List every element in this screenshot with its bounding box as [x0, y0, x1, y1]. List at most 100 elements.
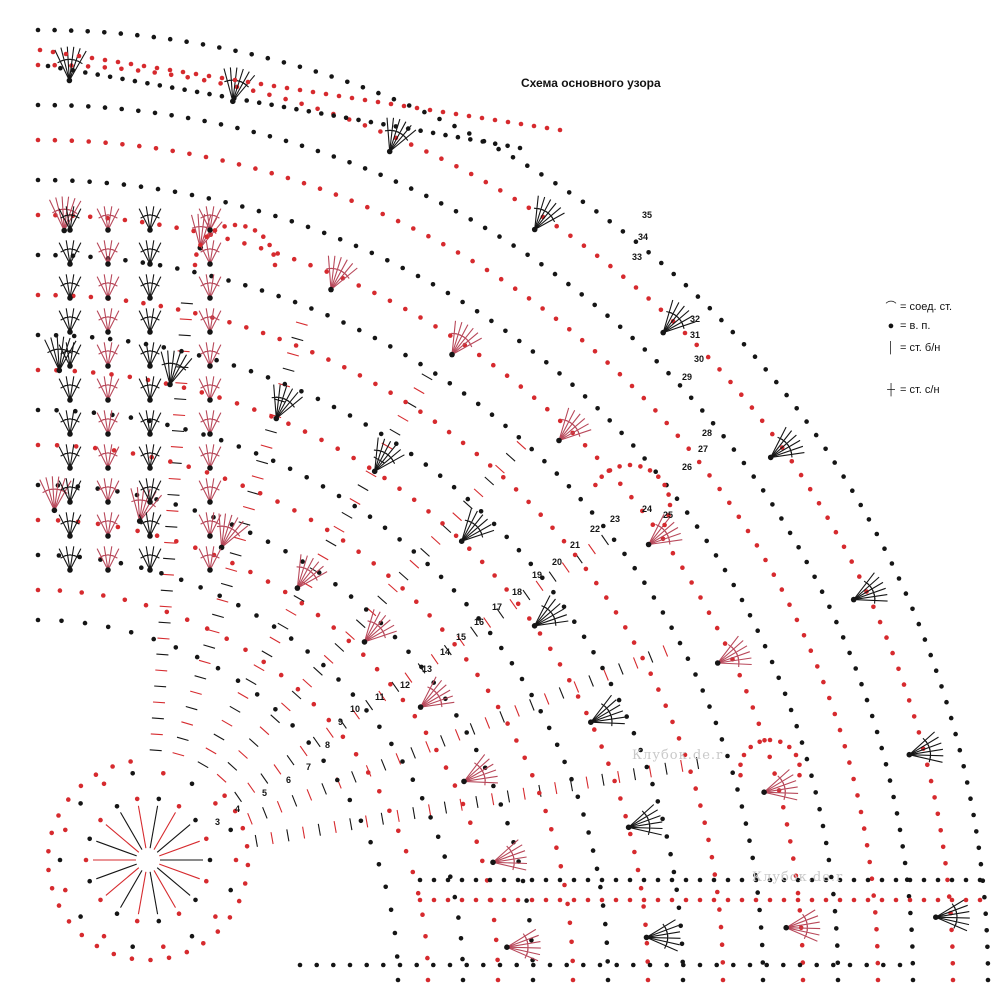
- chain-dot: [78, 801, 83, 806]
- chain-dot: [873, 910, 878, 915]
- chain-dot: [670, 898, 675, 903]
- chain-dot: [444, 765, 449, 770]
- chain-dot: [684, 283, 689, 288]
- chain-dot: [764, 963, 769, 968]
- chain-dot: [285, 86, 290, 91]
- chain-dot: [418, 878, 423, 883]
- chain-dot: [763, 367, 768, 372]
- shell-center: [207, 227, 213, 233]
- chain-dot: [698, 595, 703, 600]
- row-number: 25: [663, 510, 673, 520]
- chain-dot: [243, 881, 248, 886]
- chain-dot: [978, 878, 983, 883]
- chain-dot: [135, 33, 140, 38]
- chain-dot: [36, 618, 41, 623]
- chain-dot: [249, 369, 254, 374]
- chain-dot: [376, 100, 381, 105]
- stitch-bar: [602, 774, 604, 786]
- row-number: 27: [698, 444, 708, 454]
- chain-dot: [677, 906, 682, 911]
- chain-dot: [357, 328, 362, 333]
- chain-dot: [364, 963, 369, 968]
- stitch-bar: [271, 715, 280, 723]
- chain-dot: [642, 878, 647, 883]
- chain-dot: [363, 123, 368, 128]
- chain-dot: [664, 963, 669, 968]
- shell-center: [207, 363, 213, 369]
- chain-dot: [112, 952, 117, 957]
- shell-center: [105, 567, 111, 573]
- chain-dot: [735, 787, 740, 792]
- chain-dot: [480, 116, 485, 121]
- chain-dot: [71, 68, 76, 73]
- chain-dot: [721, 434, 726, 439]
- chain-dot: [302, 181, 307, 186]
- chain-dot: [401, 698, 406, 703]
- shell-center: [105, 261, 111, 267]
- chain-dot: [540, 306, 545, 311]
- shell-center: [52, 508, 58, 514]
- chain-dot: [201, 941, 206, 946]
- chain-dot: [646, 296, 651, 301]
- chain-dot: [158, 263, 163, 268]
- chain-dot: [936, 812, 941, 817]
- chain-dot: [527, 616, 532, 621]
- chain-dot: [707, 473, 712, 478]
- chain-dot: [881, 963, 886, 968]
- chain-dot: [603, 922, 608, 927]
- chain-dot: [800, 943, 805, 948]
- chain-dot: [123, 218, 128, 223]
- single-crochet-bar-icon: │: [884, 342, 898, 354]
- chain-dot: [731, 330, 736, 335]
- chain-dot: [827, 605, 832, 610]
- chain-dot: [562, 539, 567, 544]
- chain-dot: [290, 723, 295, 728]
- chain-dot: [227, 320, 232, 325]
- chain-dot: [98, 898, 103, 903]
- chain-dot: [739, 392, 744, 397]
- chain-dot: [193, 508, 198, 513]
- chain-dot: [162, 345, 167, 350]
- chain-dot: [622, 552, 627, 557]
- chain-dot: [321, 484, 326, 489]
- chain-dot: [183, 427, 188, 432]
- stitch-bar: [718, 663, 752, 665]
- chain-dot: [499, 802, 504, 807]
- stitch-bar: [156, 654, 168, 655]
- stitch-bar: [429, 804, 431, 816]
- chain-dot: [642, 898, 647, 903]
- chain-dot: [713, 872, 718, 877]
- chain-dot: [717, 907, 722, 912]
- chain-dot: [554, 224, 559, 229]
- row-number: 11: [375, 692, 385, 702]
- shell-center: [490, 860, 496, 866]
- chain-dot: [849, 559, 854, 564]
- chain-dot: [257, 209, 262, 214]
- chain-dot: [681, 963, 686, 968]
- stitch-bar: [335, 643, 344, 651]
- stitch-bar: [536, 581, 543, 591]
- chain-dot: [446, 878, 451, 883]
- chain-dot: [475, 452, 480, 457]
- stitch-bar: [265, 430, 277, 433]
- chain-dot: [453, 895, 458, 900]
- stitch-bar: [163, 558, 175, 559]
- chain-dot: [337, 94, 342, 99]
- chain-dot: [870, 876, 875, 881]
- chain-dot: [161, 944, 166, 949]
- chain-dot: [375, 667, 380, 672]
- chain-dot: [168, 68, 173, 73]
- chain-dot: [628, 898, 633, 903]
- chain-dot: [286, 176, 291, 181]
- chain-dot: [936, 878, 941, 883]
- chain-dot: [595, 406, 600, 411]
- stitch-bar: [663, 645, 668, 656]
- chain-dot: [678, 641, 683, 646]
- chain-dot: [379, 432, 384, 437]
- chain-dot: [898, 963, 903, 968]
- stitch-bar: [169, 479, 181, 480]
- shell-center: [147, 295, 153, 301]
- chain-dot: [595, 456, 600, 461]
- chain-dot: [195, 90, 200, 95]
- chain-dot: [204, 837, 209, 842]
